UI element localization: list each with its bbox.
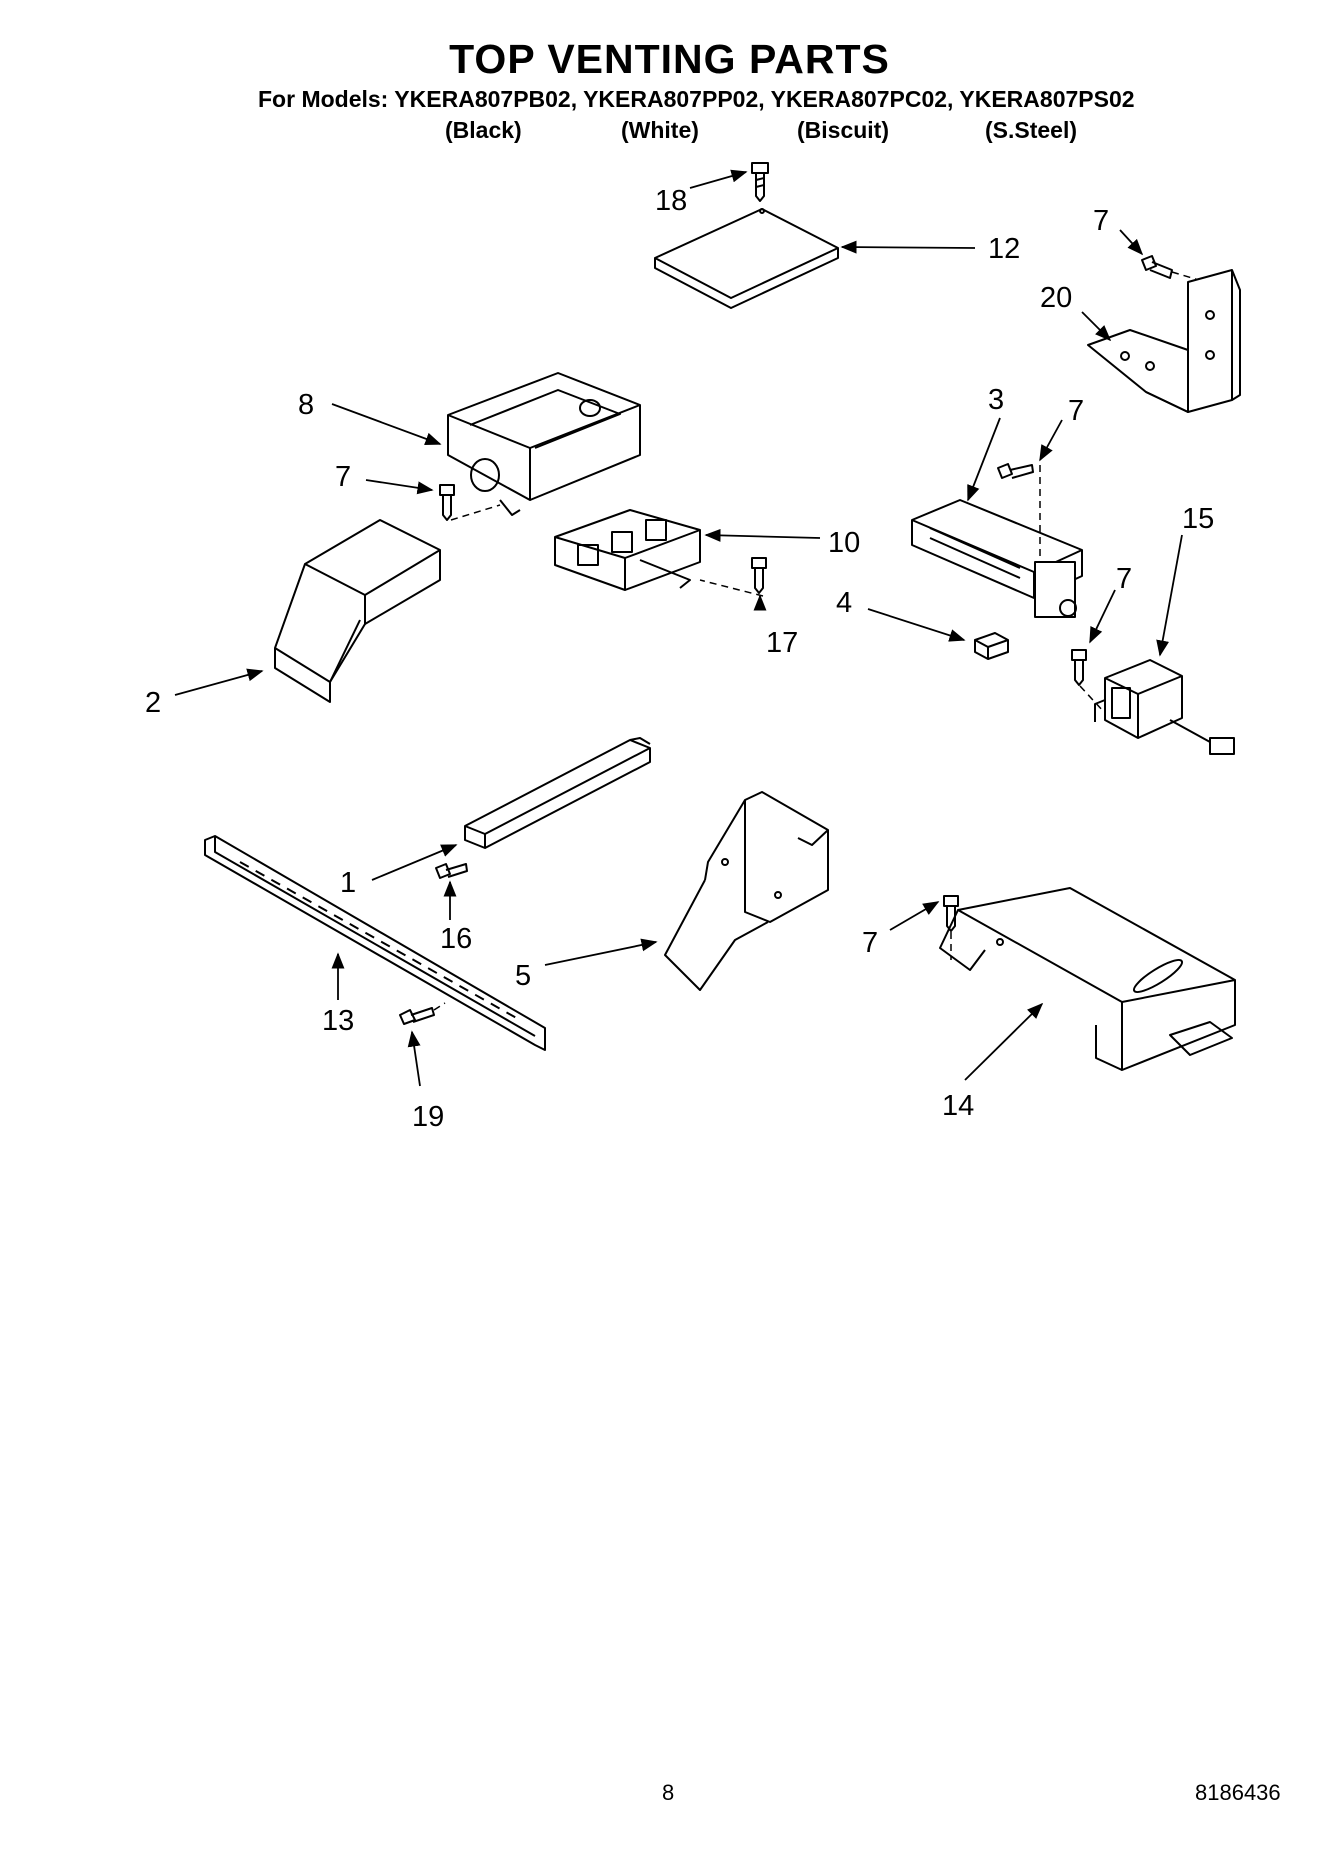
- dash-7d: [1079, 685, 1105, 713]
- leader-4: [867, 608, 966, 642]
- part-19-screw: [399, 1007, 435, 1025]
- callout-7c: 7: [1068, 395, 1084, 427]
- leader-7c: [1039, 419, 1063, 462]
- callout-17: 17: [766, 627, 798, 659]
- part-14-base-pan: [939, 887, 1236, 1071]
- callout-13: 13: [322, 1005, 354, 1037]
- callout-7d: 7: [1116, 563, 1132, 595]
- leader-20: [1081, 311, 1112, 342]
- document-number: 8186436: [1195, 1780, 1281, 1805]
- leader-10: [704, 528, 821, 542]
- page-title: TOP VENTING PARTS: [449, 36, 890, 82]
- part-2-duct: [274, 519, 441, 703]
- part-7-screw-mid: [997, 463, 1034, 479]
- callout-2: 2: [145, 687, 161, 719]
- callout-15: 15: [1182, 503, 1214, 535]
- leader-7a: [1119, 229, 1144, 256]
- part-5-deflector: [664, 791, 829, 991]
- callout-18: 18: [655, 185, 687, 217]
- leader-1: [371, 844, 458, 881]
- part-17-screw: [751, 557, 767, 594]
- part-3-control-assembly: [911, 499, 1083, 618]
- callout-4: 4: [836, 587, 852, 619]
- callout-10: 10: [828, 527, 860, 559]
- callout-8: 8: [298, 389, 314, 421]
- leader-8: [331, 403, 442, 446]
- part-7-screw-transformer: [1071, 649, 1087, 686]
- leader-7d: [1089, 589, 1116, 644]
- callout-12: 12: [988, 233, 1020, 265]
- callout-14: 14: [942, 1090, 974, 1122]
- leader-15: [1156, 534, 1183, 657]
- callout-1: 1: [340, 867, 356, 899]
- page-number: 8: [662, 1780, 675, 1805]
- dash-17: [699, 579, 764, 597]
- callout-7a: 7: [1093, 205, 1109, 237]
- leader-7b: [365, 479, 434, 495]
- callout-7e: 7: [862, 927, 878, 959]
- models-line: For Models: YKERA807PB02, YKERA807PP02, …: [258, 86, 1135, 112]
- callout-16: 16: [440, 923, 472, 955]
- callout-20: 20: [1040, 282, 1072, 314]
- dash-7b: [450, 504, 501, 521]
- part-16-screw: [435, 863, 468, 879]
- leader-18: [689, 169, 748, 189]
- variant-black: (Black): [445, 117, 522, 143]
- part-15-transformer: [1094, 659, 1235, 755]
- leader-19: [407, 1030, 421, 1087]
- leader-12: [840, 240, 976, 254]
- callout-7b: 7: [335, 461, 351, 493]
- callout-19: 19: [412, 1101, 444, 1133]
- part-18-screw: [751, 162, 769, 202]
- part-8-box: [447, 372, 641, 516]
- variant-white: (White): [621, 117, 699, 143]
- part-7-screw-top: [1141, 255, 1173, 279]
- part-10-terminal-block: [554, 509, 701, 591]
- variant-ssteel: (S.Steel): [985, 117, 1078, 143]
- callout-3: 3: [988, 384, 1004, 416]
- part-20-bracket: [1087, 269, 1241, 413]
- callout-5: 5: [515, 960, 531, 992]
- part-7-screw-left: [439, 484, 455, 521]
- part-1-rail: [464, 737, 651, 849]
- dash-19: [433, 1002, 446, 1011]
- leader-7e: [889, 901, 940, 931]
- variant-biscuit: (Biscuit): [797, 117, 889, 143]
- leader-14: [964, 1002, 1044, 1081]
- part-7-screw-bottom: [943, 895, 959, 932]
- leader-5: [544, 938, 658, 966]
- part-13-long-bar: [204, 835, 546, 1051]
- part-4-small-block: [974, 632, 1009, 660]
- leader-3: [967, 417, 1001, 502]
- part-12-cover-plate: [654, 208, 839, 309]
- leader-2: [174, 668, 264, 696]
